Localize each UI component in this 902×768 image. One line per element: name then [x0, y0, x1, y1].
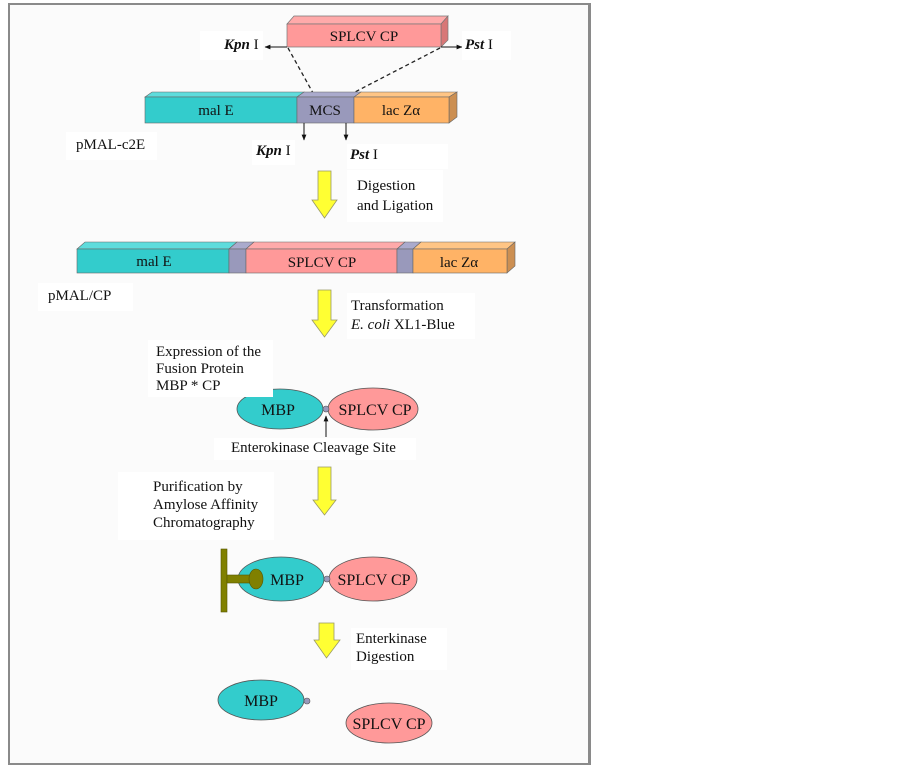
construct-splcv-segment: [245, 248, 398, 274]
construct-lacz-label: lac Zα: [440, 255, 478, 271]
purification-label: Purification by Amylose Affinity Chromat…: [118, 472, 275, 540]
construct-splcv-top: [245, 241, 406, 250]
insertion-line-left: [287, 47, 314, 94]
process-arrow-3: [312, 466, 337, 516]
cleavage-site-label: Enterokinase Cleavage Site: [214, 438, 416, 460]
vector-mcs-segment: [296, 96, 355, 124]
pst-site-suffix: I: [369, 147, 378, 163]
transformation-line1: Transformation: [351, 298, 444, 314]
vector-malE-top: [144, 91, 305, 98]
purification-line3: Chromatography: [153, 515, 255, 531]
pst-suffix: I: [484, 37, 493, 53]
vector-mcs-top: [296, 91, 362, 98]
kpn-site-enzyme-italic: Kpn: [256, 143, 282, 159]
insert-box: SPLCV CP: [286, 15, 449, 48]
expression-label: Expression of the Fusion Protein MBP * C…: [148, 340, 273, 397]
kpn-enzyme-italic: Kpn: [224, 37, 250, 53]
enterkinase-digestion-label: Enterkinase Digestion: [351, 628, 447, 670]
vector-mcs-label: MCS: [309, 103, 341, 119]
vector-malE-label: mal E: [198, 103, 233, 119]
expression-line3: MBP * CP: [156, 378, 221, 394]
purification-line2: Amylose Affinity: [153, 497, 259, 513]
enterkinase-line2: Digestion: [356, 649, 415, 665]
enterkinase-line1: Enterkinase: [356, 631, 427, 647]
vector-lacz-label: lac Zα: [382, 103, 420, 119]
vector-lacz-side: [448, 91, 458, 124]
vector-malE-segment: [144, 96, 298, 124]
construct-linker2-segment: [396, 248, 414, 274]
transformation-label: Transformation E. coli XL1-Blue: [347, 293, 475, 339]
vector-bar: mal E MCS lac Zα: [144, 91, 459, 124]
digestion-ligation-label: Digestion and Ligation: [347, 170, 444, 222]
construct-lacz-segment: [412, 248, 508, 274]
insert-front-face: [286, 23, 442, 48]
kpn-suffix: I: [249, 37, 259, 53]
construct-linker1-segment: [228, 248, 247, 274]
construct-lacz-top: [412, 241, 516, 250]
construct-splcv-label: SPLCV CP: [288, 255, 357, 271]
pst-label-site: Pst I: [347, 144, 448, 169]
insert-top-face: [286, 15, 449, 25]
vector-lacz-top: [353, 91, 459, 98]
expression-line2: Fusion Protein: [156, 361, 244, 377]
construct-malE-label: mal E: [136, 254, 171, 270]
splcv-label-free: SPLCV CP: [352, 716, 425, 733]
process-arrow-1: [311, 170, 338, 219]
mbp-label-free: MBP: [244, 693, 278, 710]
pst-site-enzyme-italic: Pst: [350, 147, 370, 163]
pst-label-top: Pst I: [462, 31, 511, 60]
insertion-line-right: [352, 47, 441, 94]
process-arrow-4: [313, 622, 341, 659]
strain-name: XL1-Blue: [390, 317, 455, 333]
transformation-line2: E. coli XL1-Blue: [351, 316, 455, 335]
expression-line1: Expression of the: [156, 344, 261, 360]
figure-frame: [8, 3, 591, 765]
affinity-column: [220, 548, 228, 613]
cleaved-products: MBP SPLCV CP: [217, 679, 433, 744]
kpn-site-suffix: I: [281, 143, 291, 159]
cleavage-site-dot-free: [303, 697, 311, 705]
amylose-ligand: [248, 568, 264, 590]
vector-lacz-segment: [353, 96, 450, 124]
vector-name-label: pMAL-c2E: [66, 132, 158, 160]
insert-label: SPLCV CP: [330, 29, 399, 45]
cleavage-site-dot-bound: [323, 575, 331, 583]
process-arrow-2: [311, 289, 338, 338]
kpn-label-top: Kpn I: [200, 31, 263, 60]
splcv-ellipse-free: [345, 702, 433, 744]
pst-enzyme-italic: Pst: [465, 37, 485, 53]
fusion-protein: MBP SPLCV CP: [236, 387, 419, 431]
construct-name-label: pMAL/CP: [38, 283, 134, 311]
bound-fusion-protein: MBP SPLCV CP: [226, 556, 418, 602]
construct-malE-top: [76, 241, 238, 250]
splcv-label: SPLCV CP: [338, 402, 411, 419]
purification-line1: Purification by: [153, 479, 243, 495]
kpn-label-site: Kpn I: [252, 140, 295, 165]
mbp-label-bound: MBP: [270, 572, 304, 589]
digestion-line2: and Ligation: [357, 198, 434, 214]
construct-bar: mal E SPLCV CP lac Zα: [76, 241, 516, 274]
ecoli-italic: E. coli: [351, 317, 391, 333]
mbp-label: MBP: [261, 402, 295, 419]
splcv-label-bound: SPLCV CP: [337, 572, 410, 589]
cleavage-site-dot: [322, 405, 330, 413]
digestion-line1: Digestion: [357, 178, 416, 194]
construct-malE-segment: [76, 248, 230, 274]
column-resin-bar: [220, 548, 228, 613]
